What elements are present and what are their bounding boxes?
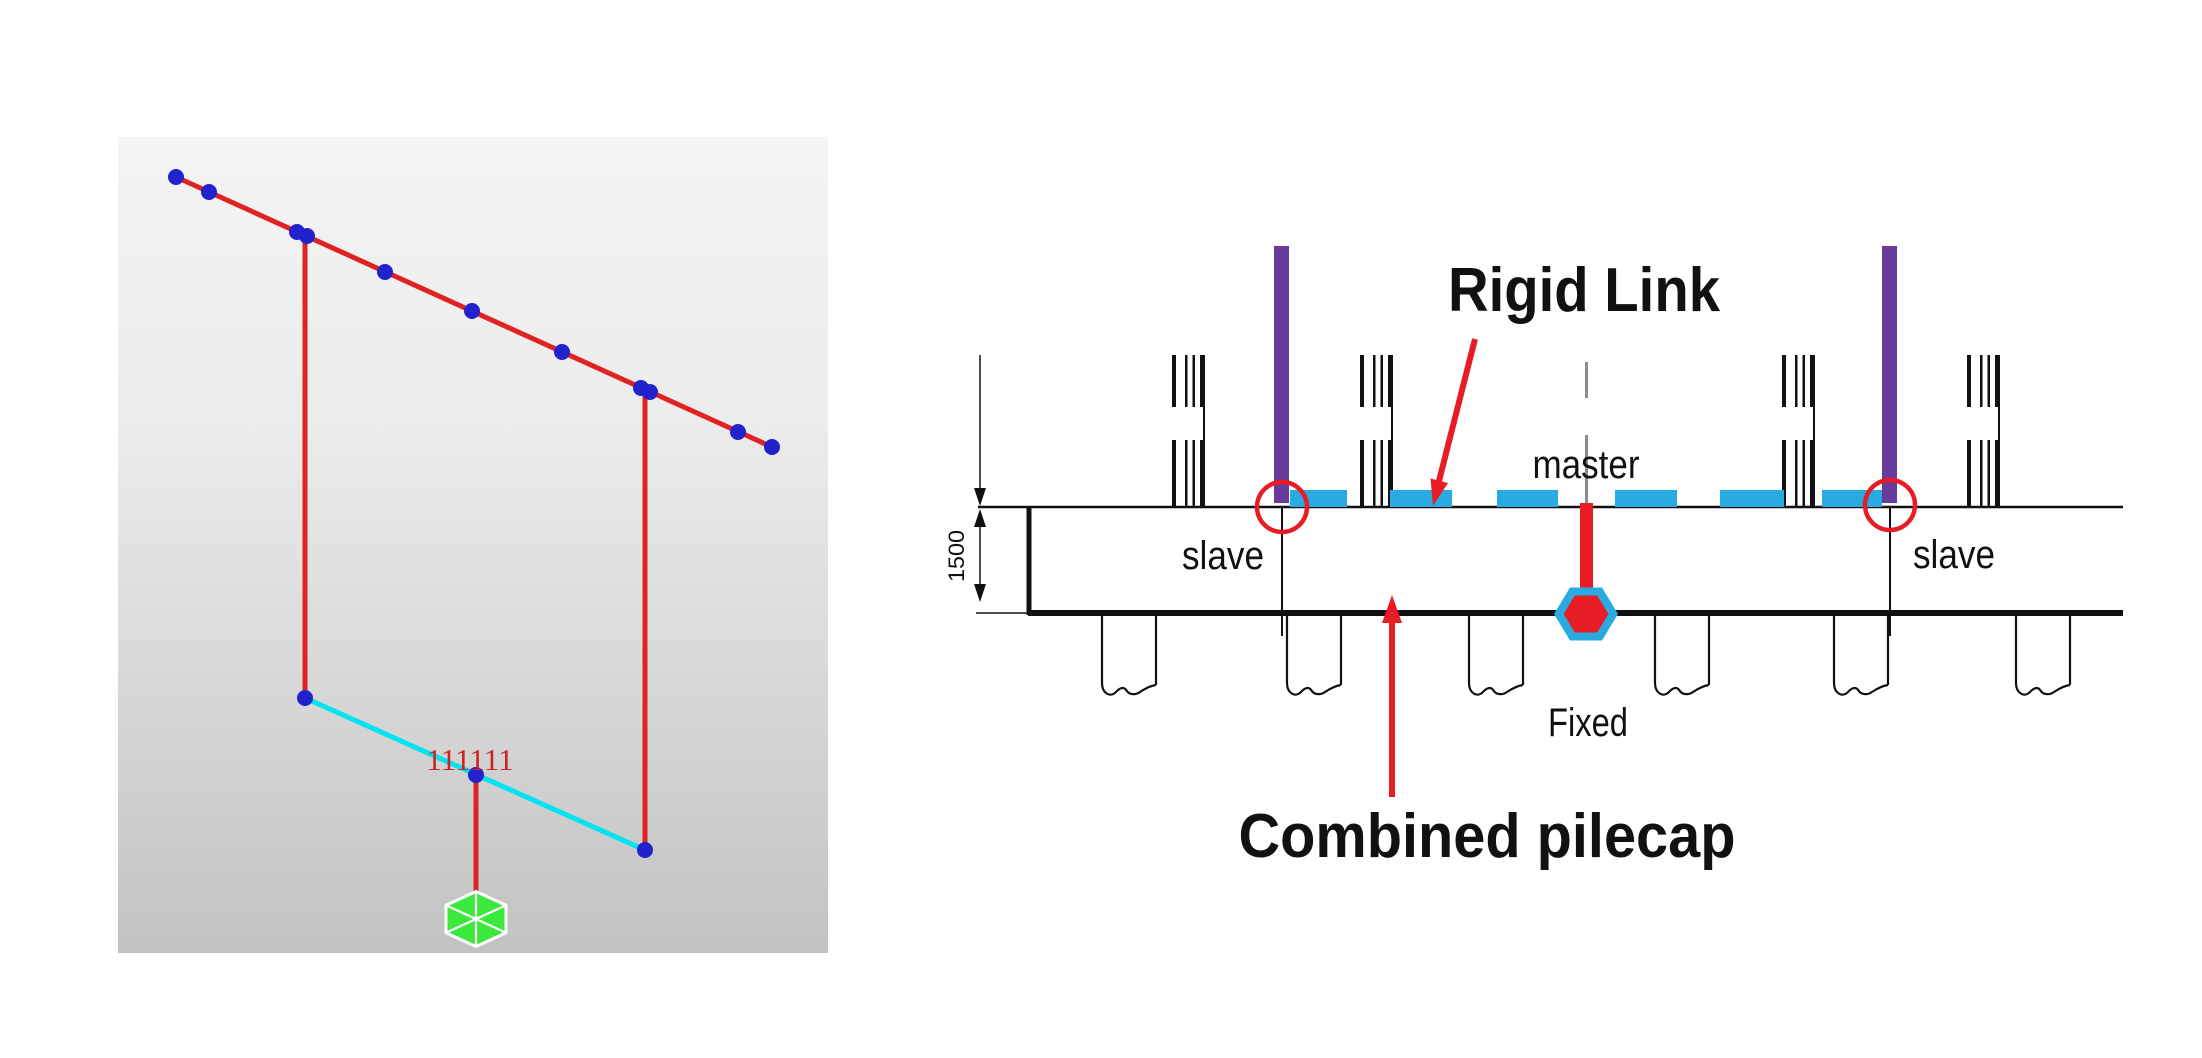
node	[377, 264, 393, 280]
combined-pilecap-arrow	[1382, 595, 1402, 797]
rigid-link-arrow	[1430, 338, 1478, 506]
master-label: master	[1533, 443, 1640, 487]
master-link-bar	[1580, 503, 1593, 592]
node	[637, 842, 653, 858]
dimension-group: 1500	[944, 355, 1028, 614]
arrowhead-icon	[1430, 478, 1448, 506]
fixed-label: Fixed	[1548, 701, 1628, 745]
fixed-support-hexagon	[1554, 587, 1618, 641]
slave-node-circle-right	[1862, 477, 1918, 533]
arrowhead-icon	[1382, 595, 1402, 623]
node	[468, 767, 484, 783]
node	[764, 439, 780, 455]
pier-column-right	[1882, 246, 1897, 503]
slave-label-right: slave	[1913, 533, 1995, 577]
model-nodes	[168, 169, 780, 858]
rigid-link-segment	[1615, 490, 1677, 507]
rigid-link-segment	[1497, 490, 1558, 507]
dim-arrow-down-icon	[974, 584, 986, 602]
node	[554, 344, 570, 360]
hatch-group	[1967, 355, 2000, 507]
node	[299, 228, 315, 244]
rigid-link-segment	[1822, 490, 1882, 507]
fe-model-drawing: 111111	[168, 169, 780, 948]
pile	[1100, 611, 1158, 696]
pile	[1832, 611, 1890, 696]
hatch-group	[1782, 355, 1815, 507]
fixed-support-icon	[444, 890, 508, 948]
hatch-group	[1360, 355, 1393, 507]
combined-pilecap-caption: Combined pilecap	[1239, 802, 1736, 871]
dim-arrow-up-icon	[974, 509, 986, 527]
node	[464, 303, 480, 319]
slave-label-left: slave	[1182, 534, 1264, 578]
node	[201, 184, 217, 200]
pier-column-left	[1274, 246, 1289, 503]
node	[168, 169, 184, 185]
rigid-link-segment	[1720, 490, 1784, 507]
dim-arrow-down-icon	[974, 488, 986, 506]
node	[642, 384, 658, 400]
pile	[1285, 611, 1343, 696]
pile	[1653, 611, 1711, 696]
pile	[2014, 611, 2072, 696]
slave-nodes	[1254, 477, 1918, 636]
pile	[1467, 611, 1525, 696]
node	[297, 690, 313, 706]
master-axis	[1554, 362, 1618, 641]
hatch-group	[1172, 355, 1205, 507]
node	[730, 424, 746, 440]
node-number-label: 111111	[426, 742, 513, 777]
thickness-dimension-label: 1500	[944, 530, 969, 582]
slave-node-circle-left	[1254, 479, 1310, 535]
rigid-link-title: Rigid Link	[1448, 256, 1720, 325]
fe-model-viewport: 111111	[118, 137, 828, 953]
rigid-link-segment	[1390, 490, 1452, 507]
rigid-link-segment	[1290, 490, 1347, 507]
